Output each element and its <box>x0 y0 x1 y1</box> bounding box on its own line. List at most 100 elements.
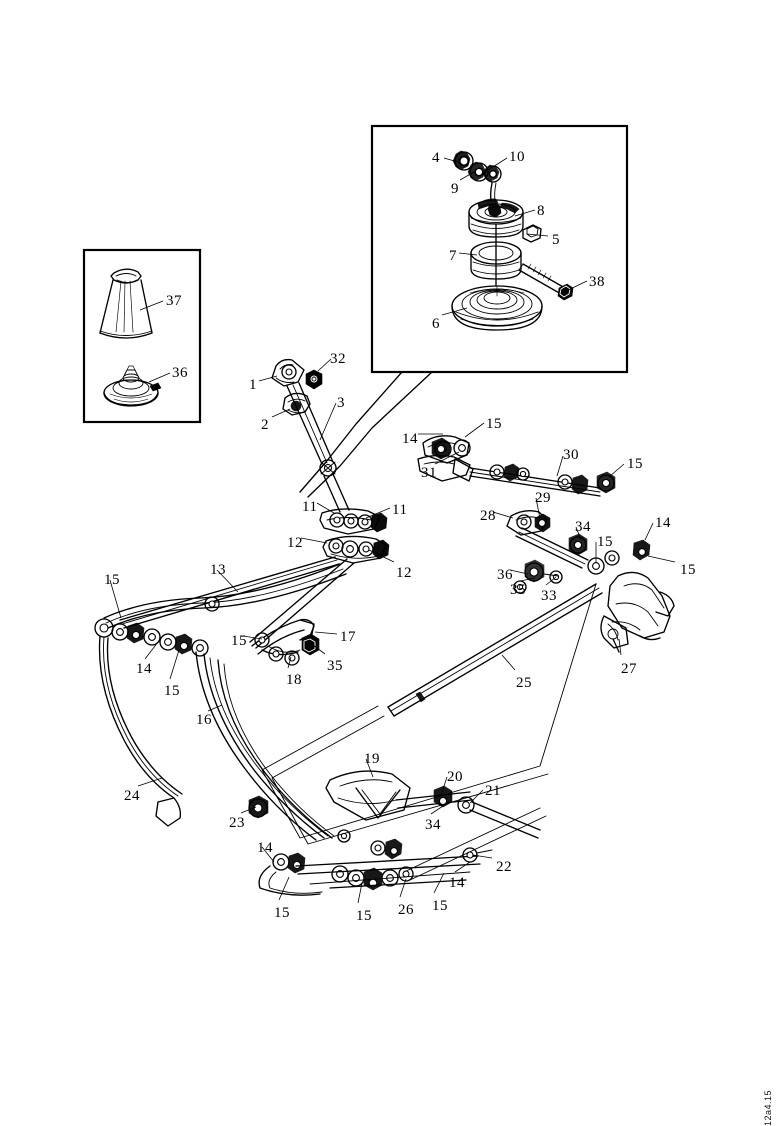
callout-30: 30 <box>563 447 579 463</box>
sub-lever-17-group <box>251 618 320 666</box>
leader-line-3 <box>319 402 337 441</box>
leader-line-15 <box>464 422 485 438</box>
leader-line-30 <box>556 455 564 477</box>
leader-line-15 <box>608 463 625 478</box>
page-watermark: 12a4.15 <box>763 1090 773 1126</box>
leader-line-20 <box>440 776 448 796</box>
callout-11: 11 <box>302 499 318 515</box>
leader-line-24 <box>137 777 163 787</box>
leader-line-22 <box>472 854 493 859</box>
leader-line-15 <box>647 555 676 563</box>
callout-13: 13 <box>210 562 226 578</box>
leader-line-33 <box>545 576 557 586</box>
callout-14: 14 <box>136 661 152 677</box>
leader-line-21 <box>469 789 484 804</box>
callout-3: 3 <box>337 395 345 411</box>
leader-line-15 <box>433 872 445 894</box>
leader-line-11 <box>316 502 335 514</box>
leader-lines <box>109 157 676 904</box>
leader-line-36 <box>148 372 171 383</box>
leader-line-31 <box>434 451 460 465</box>
leader-line-15 <box>169 649 180 680</box>
callout-24: 24 <box>124 788 140 804</box>
callout-15: 15 <box>627 456 643 472</box>
leader-line-18 <box>287 656 292 669</box>
callout-9: 9 <box>451 181 459 197</box>
leader-line-1 <box>258 375 278 382</box>
callout-21: 21 <box>485 783 501 799</box>
callout-31: 31 <box>421 465 437 481</box>
callout-15: 15 <box>164 683 180 699</box>
callout-1: 1 <box>249 377 257 393</box>
callout-15: 15 <box>432 898 448 914</box>
callout-14: 14 <box>449 875 465 891</box>
callout-14: 14 <box>257 840 273 856</box>
callout-20: 20 <box>447 769 463 785</box>
leader-line-15 <box>357 882 363 904</box>
leader-line-12 <box>368 549 395 563</box>
leader-line-37 <box>139 300 164 311</box>
rod-25-group <box>387 583 603 717</box>
leader-line-27 <box>618 638 622 656</box>
leader-line-16 <box>207 704 223 712</box>
leader-line-6 <box>441 307 468 316</box>
leader-line-36 <box>509 569 529 575</box>
mid-right-linkage-group <box>506 510 651 594</box>
leader-line-8 <box>514 209 536 217</box>
callout-34: 34 <box>575 519 591 535</box>
callout-26: 26 <box>398 902 414 918</box>
callout-28: 28 <box>480 508 496 524</box>
leader-line-14 <box>261 846 275 863</box>
leader-line-11 <box>365 507 391 519</box>
callout-15: 15 <box>680 562 696 578</box>
leader-line-15 <box>242 635 263 640</box>
leader-line-35 <box>312 644 326 655</box>
callout-32: 32 <box>330 351 346 367</box>
leader-line-14 <box>644 522 654 541</box>
callout-15: 15 <box>104 572 120 588</box>
upper-right-rod-group <box>417 435 616 497</box>
callout-10: 10 <box>509 149 525 165</box>
leader-line-19 <box>365 758 374 778</box>
callout-33: 33 <box>541 588 557 604</box>
leader-line-15 <box>278 876 290 901</box>
callout-18: 18 <box>286 672 302 688</box>
callout-12: 12 <box>396 565 412 581</box>
leader-line-13 <box>216 569 239 593</box>
callout-34: 34 <box>425 817 441 833</box>
callout-15: 15 <box>486 416 502 432</box>
callout-36: 36 <box>497 567 513 583</box>
callout-11: 11 <box>392 502 408 518</box>
callout-7: 7 <box>449 248 457 264</box>
inset-boot-group <box>82 248 202 424</box>
right-hub-group <box>600 571 675 653</box>
leader-line-7 <box>458 252 478 256</box>
callout-27: 27 <box>621 661 637 677</box>
leader-line-38 <box>565 280 588 292</box>
callout-14: 14 <box>655 515 671 531</box>
pivot-bracket-group <box>119 508 390 649</box>
leader-line-14 <box>144 641 159 660</box>
callout-37: 37 <box>166 293 182 309</box>
leader-line-23 <box>240 806 257 814</box>
leader-line-34 <box>575 526 582 541</box>
leader-line-32 <box>317 358 332 372</box>
callout-17: 17 <box>340 629 356 645</box>
callout-2: 2 <box>261 417 269 433</box>
callout-35: 35 <box>510 582 526 598</box>
callout-8: 8 <box>537 203 545 219</box>
inset-lever-base-group <box>370 124 629 374</box>
leader-line-4 <box>443 157 459 163</box>
leader-line-12 <box>300 537 328 544</box>
callout-15: 15 <box>356 908 372 924</box>
callout-22: 22 <box>496 859 512 875</box>
callout-23: 23 <box>229 815 245 831</box>
leader-line-15 <box>109 579 122 619</box>
callout-14: 14 <box>402 431 418 447</box>
leader-line-10 <box>487 157 508 171</box>
callout-12: 12 <box>287 535 303 551</box>
callout-15: 15 <box>274 905 290 921</box>
leader-line-5 <box>526 233 549 237</box>
callout-35: 35 <box>327 658 343 674</box>
